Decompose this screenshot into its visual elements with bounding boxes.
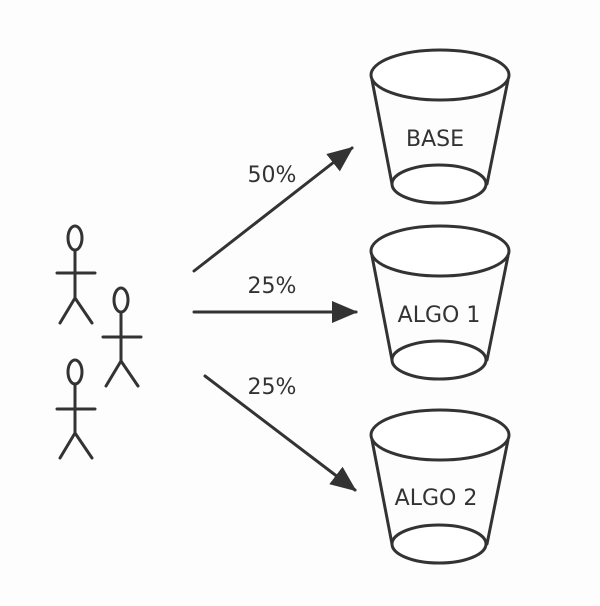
user-figure bbox=[101, 286, 143, 388]
arrow-label-base: 50% bbox=[248, 163, 297, 188]
bucket-label-algo2: ALGO 2 bbox=[395, 486, 478, 511]
arrow-label-algo1: 25% bbox=[248, 274, 297, 299]
arrow-to-algo2 bbox=[203, 374, 357, 492]
arrow-label-algo2: 25% bbox=[248, 375, 297, 400]
bucket-label-base: BASE bbox=[406, 127, 464, 152]
bucket-label-algo1: ALGO 1 bbox=[398, 303, 481, 328]
bucket-algo2 bbox=[369, 408, 511, 565]
bucket-base bbox=[369, 48, 511, 205]
bucket-algo1 bbox=[369, 224, 511, 381]
user-figure bbox=[55, 358, 97, 460]
user-figure bbox=[55, 224, 97, 325]
arrow-to-base bbox=[192, 146, 354, 273]
